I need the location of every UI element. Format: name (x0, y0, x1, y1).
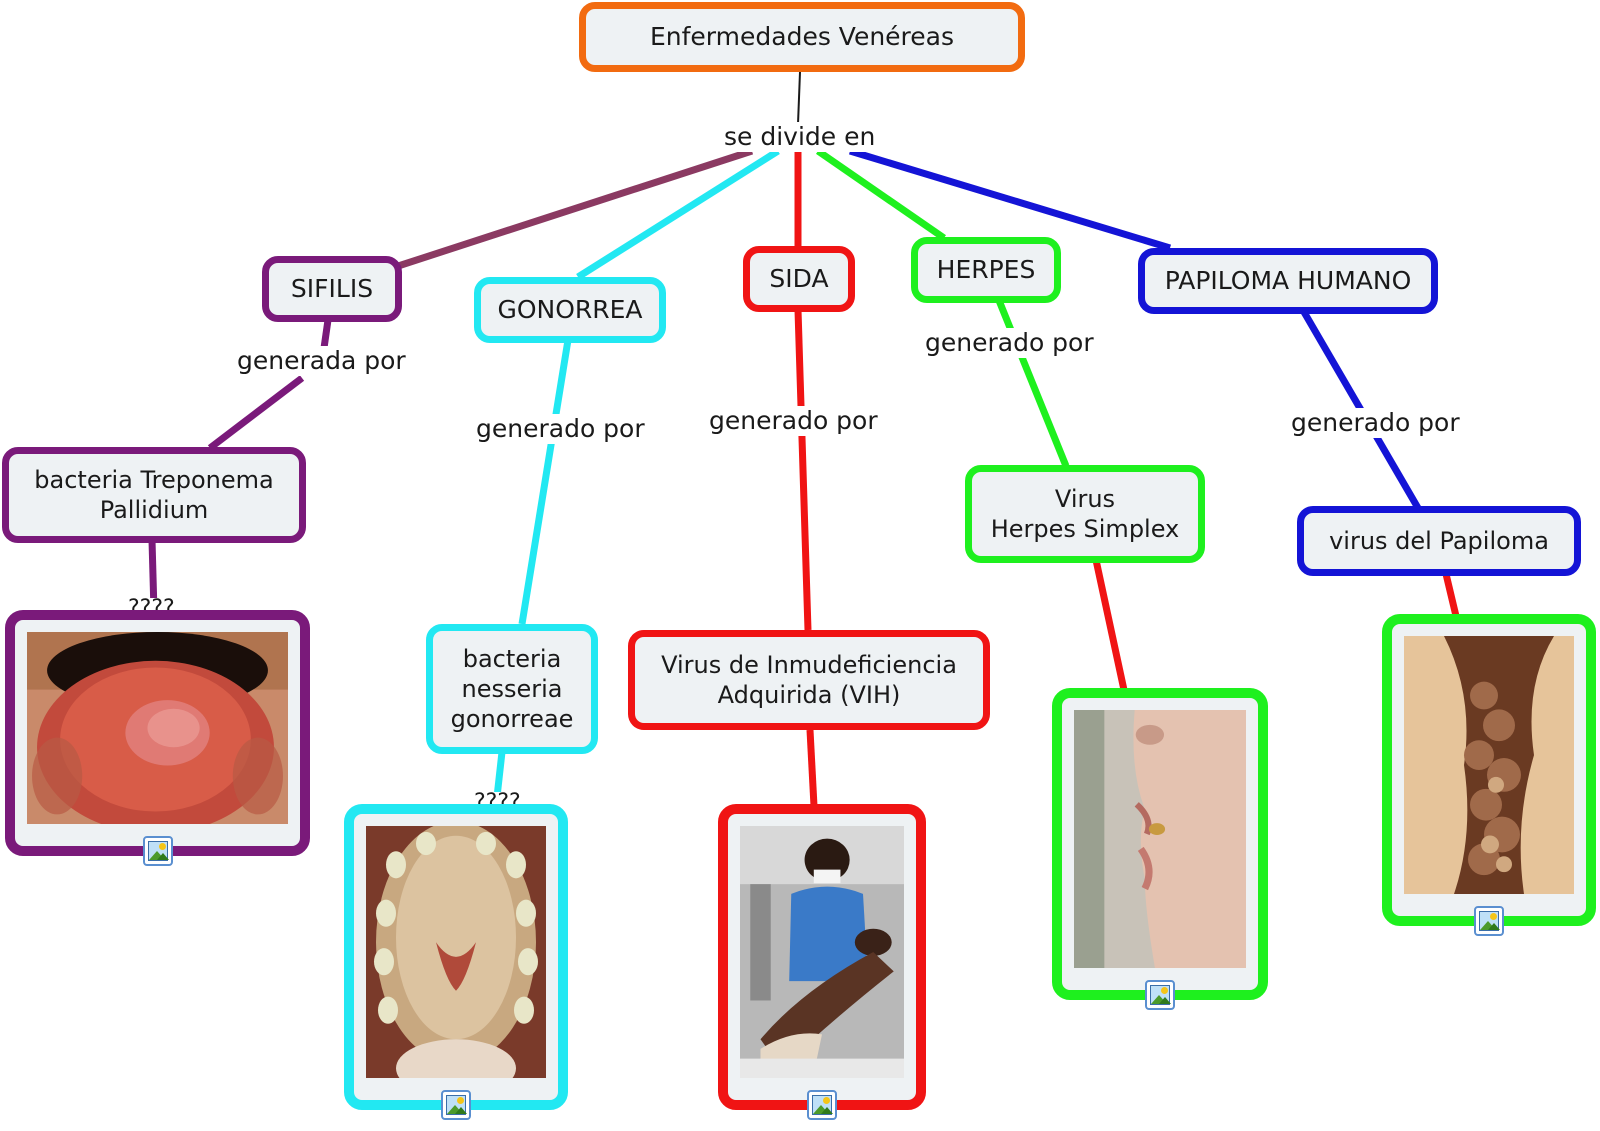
image-icon[interactable] (142, 836, 173, 866)
agent-herpes-label: Virus Herpes Simplex (990, 485, 1180, 543)
link-papiloma-photo (1442, 573, 1460, 617)
gonorrea-label: GONORREA (497, 295, 643, 325)
papiloma-label: PAPILOMA HUMANO (1164, 266, 1412, 296)
node-herpes[interactable]: HERPES (911, 237, 1061, 303)
node-agent-papiloma[interactable]: virus del Papiloma (1297, 506, 1581, 576)
link-gonorrea-agent (518, 339, 572, 625)
agent-papiloma-label: virus del Papiloma (1329, 527, 1549, 555)
photo-node-gonorrea[interactable] (344, 804, 568, 1120)
image-icon[interactable] (1145, 980, 1175, 1010)
linking-phrase-sifilis: generada por (233, 346, 410, 376)
link-herpes-agent (994, 296, 1070, 468)
photo-node-sifilis[interactable] (5, 610, 310, 866)
node-agent-sifilis[interactable]: bacteria Treponema Pallidium (2, 447, 306, 543)
herpes-label: HERPES (936, 255, 1036, 285)
image-icon[interactable] (441, 1090, 471, 1120)
photo-papiloma-warts (1404, 636, 1574, 894)
link-herpes-photo (1092, 559, 1128, 691)
link-sida-agent (794, 309, 812, 631)
linking-phrase-papiloma: generado por (1287, 408, 1464, 438)
photo-node-herpes[interactable] (1052, 688, 1268, 1010)
node-agent-sida[interactable]: Virus de Inmudeficiencia Adquirida (VIH) (628, 630, 990, 730)
agent-sifilis-label: bacteria Treponema Pallidium (34, 466, 274, 524)
link-gonorrea (576, 148, 780, 280)
root-link (797, 71, 801, 125)
link-sifilis (390, 147, 754, 272)
node-sifilis[interactable]: SIFILIS (262, 256, 402, 322)
node-agent-gonorrea[interactable]: bacteria nesseria gonorreae (426, 624, 598, 754)
node-papiloma[interactable]: PAPILOMA HUMANO (1138, 248, 1438, 314)
agent-gonorrea-label: bacteria nesseria gonorreae (450, 645, 574, 733)
sifilis-label: SIFILIS (290, 274, 374, 304)
node-agent-herpes[interactable]: Virus Herpes Simplex (965, 465, 1205, 563)
root-node[interactable]: Enfermedades Venéreas (579, 2, 1025, 72)
link-herpes (816, 148, 946, 241)
photo-node-papiloma[interactable] (1382, 614, 1596, 936)
linking-phrase-sida: generado por (705, 406, 882, 436)
image-icon[interactable] (1474, 906, 1504, 936)
node-sida[interactable]: SIDA (743, 246, 855, 312)
agent-sida-label: Virus de Inmudeficiencia Adquirida (VIH) (661, 651, 957, 709)
linking-phrase-herpes: generado por (921, 328, 1098, 358)
link-sifilis-agent-a (320, 319, 332, 349)
sida-label: SIDA (769, 264, 829, 294)
photo-herpes-lip (1074, 710, 1246, 968)
photo-gonorrea-mouth (366, 826, 546, 1078)
linking-phrase-divide: se divide en (720, 122, 880, 152)
photo-sida-patient (740, 826, 904, 1078)
link-sifilis-agent-b (207, 375, 305, 451)
linking-phrase-gonorrea: generado por (472, 414, 649, 444)
photo-node-sida[interactable] (718, 804, 926, 1120)
root-label: Enfermedades Venéreas (649, 22, 955, 52)
link-papiloma (848, 147, 1172, 252)
image-icon[interactable] (807, 1090, 837, 1120)
photo-sifilis-tongue (27, 632, 288, 824)
node-gonorrea[interactable]: GONORREA (474, 277, 666, 343)
link-sida-photo (806, 729, 818, 807)
